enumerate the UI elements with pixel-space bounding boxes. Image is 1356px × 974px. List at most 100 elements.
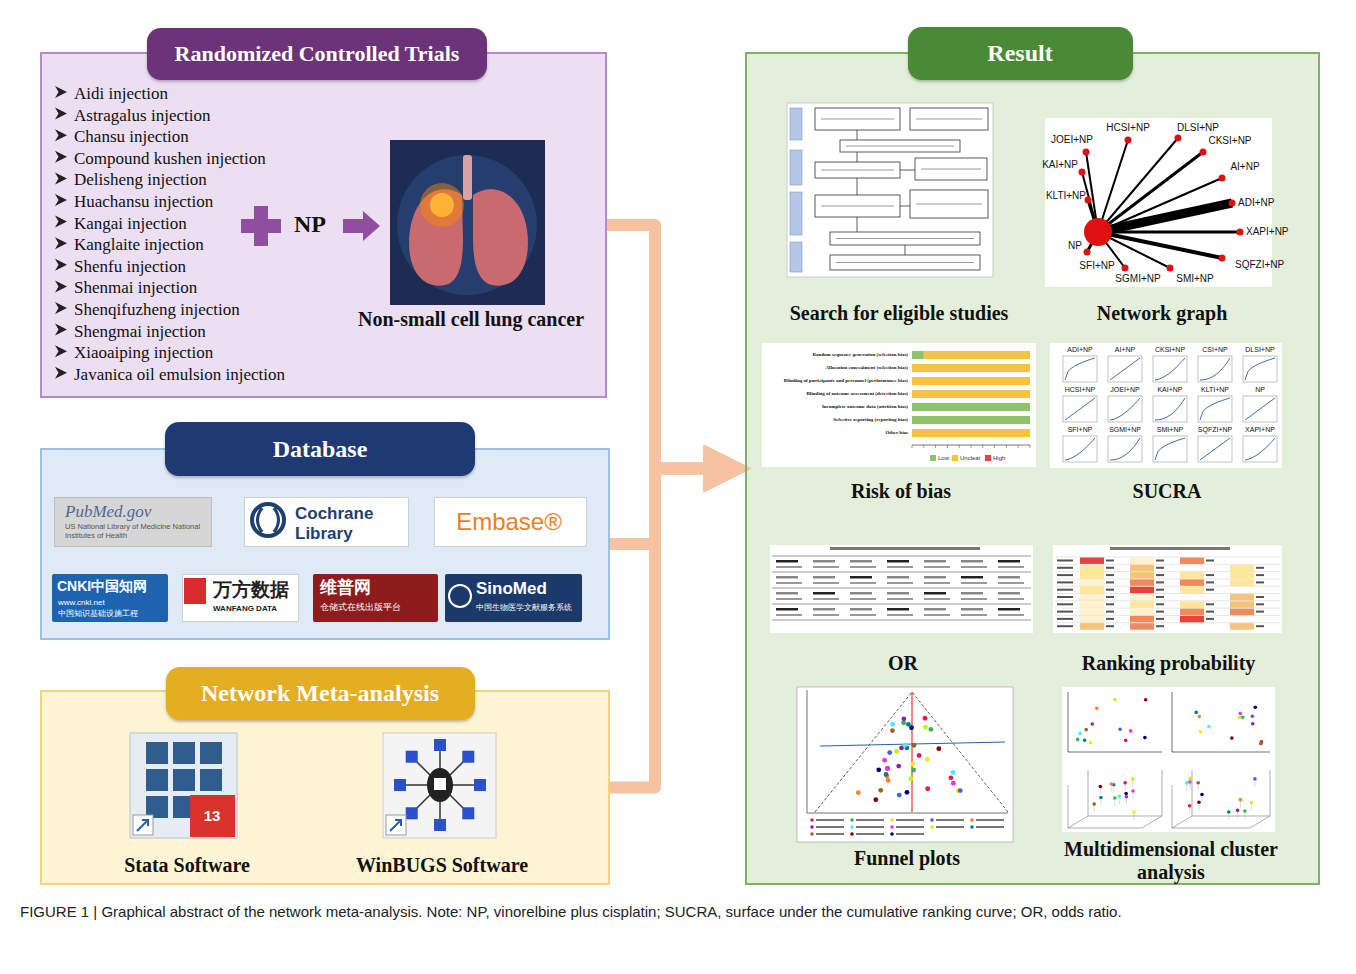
funnel-legend-text-mark bbox=[936, 819, 964, 821]
bias-axis-tick bbox=[971, 445, 972, 448]
logo-subtext: WANFANG DATA bbox=[213, 604, 277, 613]
or-table-cell-mark bbox=[813, 582, 839, 584]
ranking-cell-mark bbox=[1256, 611, 1264, 613]
cochrane-icon bbox=[252, 504, 284, 536]
merge-arrow bbox=[607, 225, 713, 469]
database-logo: Embase® bbox=[434, 497, 587, 547]
ranking-heat-cell bbox=[1130, 572, 1154, 579]
funnel-study-dot bbox=[936, 746, 941, 751]
funnel-legend-text-mark bbox=[896, 819, 924, 821]
cluster-dot bbox=[1227, 810, 1231, 814]
injection-item: Shenmai injection bbox=[74, 278, 197, 298]
ranking-row-rule bbox=[1055, 564, 1280, 565]
or-table-cell-mark bbox=[887, 608, 909, 611]
result-thumbnail: Search for eligible studies bbox=[764, 102, 1034, 327]
prisma-box-text-mark bbox=[821, 169, 894, 170]
legend-swatch bbox=[985, 455, 991, 461]
bullet-arrow bbox=[55, 216, 67, 228]
or-table-cell-mark bbox=[961, 592, 983, 595]
ranking-row-rule bbox=[1055, 586, 1280, 587]
network-edge bbox=[1098, 232, 1222, 258]
or-table-cell-mark bbox=[813, 592, 835, 595]
winbugs-node bbox=[434, 819, 446, 831]
sucra-curve bbox=[1155, 358, 1185, 380]
sucra-panel-label: CKSI+NP bbox=[1155, 346, 1185, 354]
cluster-dot bbox=[1118, 794, 1122, 798]
prisma-box bbox=[815, 195, 900, 217]
ranking-cell-mark bbox=[1106, 625, 1114, 627]
database-logo-fill bbox=[182, 574, 299, 622]
cluster-dot bbox=[1196, 781, 1200, 785]
ranking-cell-mark bbox=[1057, 567, 1073, 569]
bias-axis-tick bbox=[923, 445, 924, 448]
database-logo: Cochrane Library bbox=[244, 497, 409, 547]
sucra-curve bbox=[1110, 398, 1140, 420]
bias-domain-label: Blinding of outcome assessment (detectio… bbox=[806, 391, 908, 397]
prisma-box bbox=[830, 255, 980, 270]
or-table-cell-mark bbox=[998, 560, 1020, 563]
ranking-heat-cell bbox=[1130, 587, 1154, 594]
network-node bbox=[1084, 249, 1091, 256]
shortcut-mark bbox=[386, 815, 406, 835]
cluster-dot bbox=[1259, 742, 1263, 746]
or-table-cell-mark bbox=[887, 592, 909, 595]
funnel-legend-text-mark bbox=[856, 819, 884, 821]
ranking-cell-mark bbox=[1106, 596, 1114, 598]
logo-text: CNKI中国知网 bbox=[57, 578, 147, 594]
funnel-legend-marker bbox=[810, 832, 814, 836]
prisma-flow-line bbox=[857, 152, 858, 162]
injection-item: Javanica oil emulsion injection bbox=[74, 365, 285, 385]
funnel-study-dot bbox=[908, 776, 913, 781]
ranking-heat-cell bbox=[1230, 572, 1254, 579]
result-thumbnail: OR bbox=[767, 542, 1039, 677]
right-lung bbox=[473, 189, 528, 285]
ranking-row-rule bbox=[1055, 600, 1280, 601]
network-node bbox=[1237, 229, 1244, 236]
panel-heading: Randomized Controlled Trials bbox=[147, 28, 488, 80]
figure-caption: FIGURE 1 | Graphical abstract of the net… bbox=[20, 903, 1336, 920]
ranking-cell-mark bbox=[1057, 560, 1073, 562]
bias-bar-unclear bbox=[912, 377, 1030, 385]
cluster-dot bbox=[1188, 777, 1192, 781]
cluster-3d-box bbox=[1172, 770, 1270, 828]
funnel-legend-marker bbox=[930, 825, 934, 829]
cluster-dot bbox=[1143, 736, 1147, 740]
sucra-panel-label: ADI+NP bbox=[1067, 346, 1092, 354]
or-table-rule bbox=[772, 604, 1031, 605]
ranking-row-rule bbox=[1055, 578, 1280, 579]
or-table-cell-mark bbox=[887, 566, 913, 568]
ranking-heat-cell bbox=[1180, 609, 1204, 616]
legend-text: Low bbox=[938, 455, 949, 462]
tumor-glow bbox=[420, 183, 464, 227]
or-table-cell-mark bbox=[813, 614, 839, 616]
stata-icon-cell bbox=[173, 769, 195, 791]
winbugs-node bbox=[406, 807, 418, 819]
or-table-cell-mark bbox=[850, 576, 872, 579]
bias-bar-low bbox=[912, 416, 1030, 424]
cluster-dot bbox=[1188, 804, 1192, 808]
or-table-cell-mark bbox=[961, 614, 987, 616]
ranking-cell-mark bbox=[1256, 603, 1264, 605]
cluster-dot bbox=[1207, 725, 1211, 729]
funnel-study-dot bbox=[949, 775, 954, 780]
or-table-cell-mark bbox=[813, 608, 835, 611]
or-table-cell-mark bbox=[924, 560, 946, 563]
sucra-curve bbox=[1245, 358, 1275, 380]
cluster-dot bbox=[1078, 732, 1082, 736]
network-node bbox=[1079, 169, 1086, 176]
funnel-study-dot bbox=[894, 749, 899, 754]
or-table-cell-mark bbox=[887, 576, 909, 579]
funnel-study-dot bbox=[928, 727, 933, 732]
funnel-legend-text-mark bbox=[896, 833, 924, 835]
sucra-panel-label: KLTI+NP bbox=[1201, 386, 1229, 394]
funnel-study-dot bbox=[856, 790, 861, 795]
sucra-plot-frame bbox=[1063, 356, 1097, 382]
ranking-cell-mark bbox=[1057, 603, 1073, 605]
ranking-heat-cell bbox=[1080, 558, 1104, 565]
arrow-symbol bbox=[343, 211, 380, 241]
sucra-plot-frame bbox=[1153, 396, 1187, 422]
injection-item: Xiaoaiping injection bbox=[74, 343, 213, 363]
ranking-cell-mark bbox=[1206, 618, 1214, 620]
ranking-title-mark bbox=[1110, 547, 1230, 550]
